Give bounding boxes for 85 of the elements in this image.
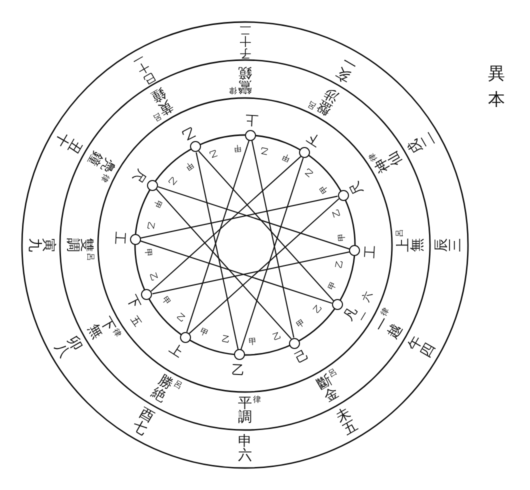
pitch-circle (349, 245, 360, 256)
mark-character: 乙 (208, 148, 218, 158)
star-line (158, 186, 350, 250)
branch-number: 未五 (334, 406, 360, 438)
star-line (188, 198, 340, 334)
mark-character: 乙 (312, 302, 324, 314)
mark-character: 乙 (258, 145, 268, 154)
pitch-circle (190, 141, 201, 152)
branch-number: 酉七 (130, 406, 156, 438)
star-line (152, 251, 350, 294)
mark-character: 甲 (232, 144, 241, 153)
pitch-name: 平調 (238, 396, 252, 426)
mark-character: 甲 (152, 198, 162, 210)
star-line (140, 240, 332, 304)
mark-character: 甲 (160, 295, 172, 306)
pitch-label: 凡 (342, 304, 360, 323)
pitch-circle (234, 349, 245, 360)
pitch-label: 乙 (232, 364, 246, 378)
mark-character: 乙 (332, 208, 342, 218)
pitch-name: 上無 (396, 238, 426, 252)
pitch-mark: 一 (358, 310, 372, 324)
mark-character: 甲 (280, 152, 292, 162)
mark-character: 甲 (249, 337, 258, 346)
mark-character: 乙 (176, 312, 187, 324)
branch-number: 寅九 (26, 238, 56, 252)
pitch-name: 雙調 (64, 238, 94, 252)
pitch-label: 上 (244, 112, 258, 126)
mode-mark: 律 (111, 327, 122, 338)
mark-character: 乙 (272, 332, 282, 342)
pitch-mark: 五 (128, 314, 142, 329)
pitch-circle (180, 332, 191, 343)
mark-character: 甲 (144, 249, 153, 258)
branch-number: 午四 (406, 334, 438, 360)
mark-character: 甲 (337, 232, 346, 241)
branch-number: 戌二 (406, 130, 438, 156)
mode-mark: 呂 (86, 253, 94, 261)
branch-number: 亥一 (334, 52, 360, 84)
mark-character: 乙 (166, 176, 178, 187)
pitch-circle (245, 130, 256, 141)
pitch-circle (130, 234, 141, 245)
pitch-label: 工 (364, 244, 378, 258)
mark-character: 甲 (184, 160, 195, 172)
mark-character: 乙 (222, 336, 232, 345)
star-line (140, 196, 338, 239)
star-line (186, 140, 250, 332)
star-line (156, 188, 292, 340)
branch-number: 巳十一 (129, 50, 157, 86)
mark-character: 乙 (336, 258, 345, 268)
mark-character: 乙 (148, 272, 158, 282)
mark-character: 甲 (198, 328, 210, 338)
pitch-circle (299, 147, 310, 158)
star-line (198, 150, 334, 302)
pitch-label: 乙 (179, 124, 197, 142)
pitch-label: 工 (112, 232, 126, 246)
branch-number: 辰三 (434, 238, 464, 252)
mode-mark: 呂 (396, 229, 404, 237)
pitch-label: 下 (124, 293, 142, 311)
pitch-label: 尺 (348, 179, 366, 197)
star-line (251, 140, 294, 338)
mark-character: 甲 (328, 280, 338, 292)
branch-number: 卯八 (52, 334, 84, 360)
mark-character: 甲 (295, 318, 306, 330)
pitch-circle (332, 299, 343, 310)
pitch-label: 下 (304, 130, 323, 148)
pitch-name: 鸞鏡 (238, 64, 252, 94)
pitch-circle (141, 289, 152, 300)
pitch-label: 上 (167, 342, 186, 360)
mark-character: 甲 (318, 184, 330, 195)
branch-number: 申六 (238, 434, 252, 464)
star-line (240, 158, 304, 350)
star-line (196, 152, 239, 350)
branch-number: 丑十 (52, 130, 84, 156)
mark-character: 乙 (302, 166, 314, 178)
pitch-circle (289, 338, 300, 348)
mode-mark: 律 (229, 86, 237, 94)
mode-mark: 律 (253, 396, 261, 404)
branch-number: 子十二 (239, 23, 251, 59)
mark-character: 乙 (145, 222, 154, 232)
title: 異本 (488, 63, 505, 112)
pitch-circle (147, 180, 158, 191)
star-line (150, 156, 302, 292)
pitch-mark: 六 (362, 290, 375, 304)
pitch-label: 尺 (130, 167, 148, 186)
pitch-label: 己 (293, 348, 311, 366)
pitch-circle (338, 190, 348, 201)
